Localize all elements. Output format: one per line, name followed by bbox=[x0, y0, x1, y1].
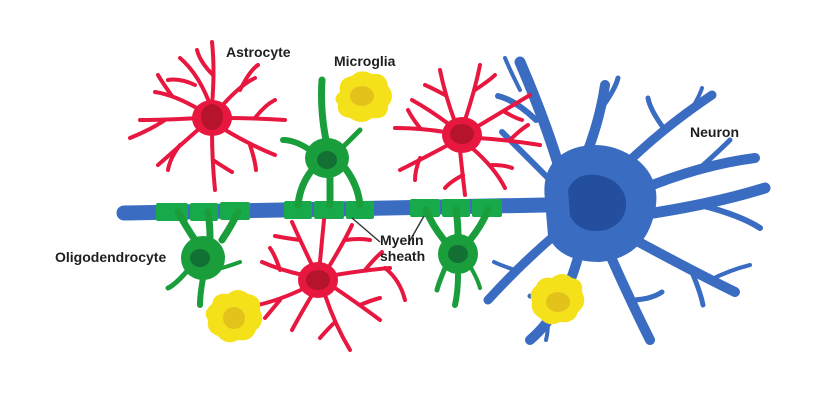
neuron-nucleus bbox=[568, 174, 627, 232]
astrocyte-top-right bbox=[393, 63, 542, 197]
oligodendrocyte-right bbox=[422, 206, 492, 308]
myelin-label-line2: sheath bbox=[380, 248, 426, 264]
microglia-bottom-right bbox=[530, 274, 585, 325]
neuron-label: Neuron bbox=[690, 124, 739, 140]
astrocyte-label: Astrocyte bbox=[226, 44, 291, 60]
oligodendrocyte-label: Oligodendrocyte bbox=[55, 249, 167, 265]
neuron bbox=[116, 56, 771, 345]
myelin-label-line1: Myelin bbox=[380, 232, 424, 248]
astrocyte-top-left bbox=[128, 40, 287, 192]
oligodendrocyte-left bbox=[165, 208, 242, 308]
microglia-label: Microglia bbox=[334, 53, 396, 69]
microglia-bottom-left bbox=[205, 290, 263, 343]
oligodendrocyte-top bbox=[280, 76, 364, 209]
microglia-top bbox=[335, 71, 392, 122]
astrocyte-bottom bbox=[256, 218, 407, 352]
myelin-sheath-label: Myelin sheath bbox=[380, 232, 425, 264]
myelin-pointer-lines bbox=[351, 215, 425, 245]
